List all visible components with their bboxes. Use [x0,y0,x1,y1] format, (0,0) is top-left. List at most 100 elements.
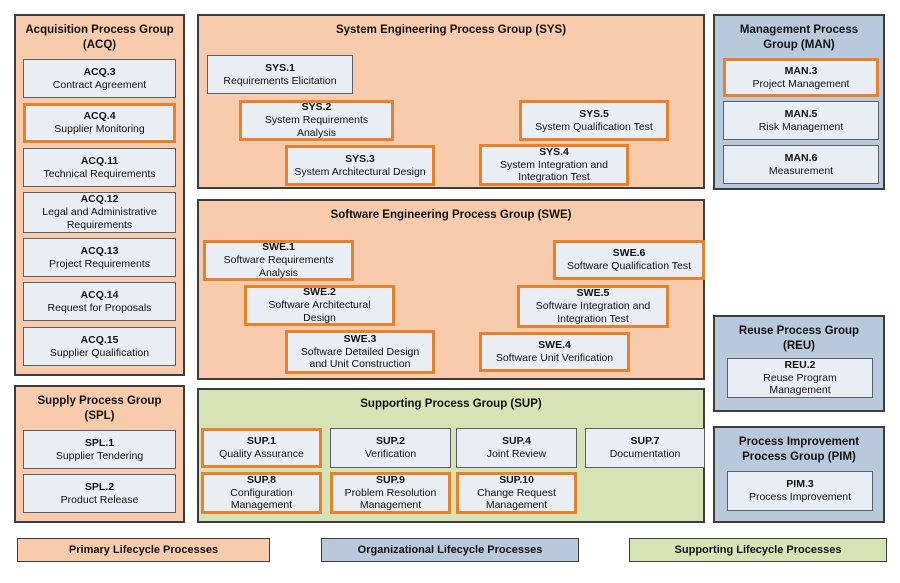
process-name: Joint Review [486,448,547,460]
process-name: Project Management [752,77,850,90]
process-name: Quality Assurance [219,448,304,460]
process-id: SWE.2 [303,286,336,299]
pim-group: Process Improvement Process Group (PIM) … [713,426,885,523]
process-box-swe2: SWE.2 Software Architectural Design [244,285,395,326]
legend-organizational-label: Organizational Lifecycle Processes [357,544,543,556]
process-name: Problem Resolution Management [344,486,437,512]
process-id: SWE.3 [343,332,377,345]
process-id: ACQ.11 [80,154,119,167]
process-id: SWE.6 [612,247,646,260]
process-name: Requirements Elicitation [223,74,337,87]
process-box-acq14: ACQ.14 Request for Proposals [23,282,176,321]
process-box-acq11: ACQ.11 Technical Requirements [23,148,176,187]
process-id: SUP.10 [499,473,534,486]
process-box-acq15: ACQ.15 Supplier Qualification [23,327,176,366]
process-box-sys1: SYS.1 Requirements Elicitation [207,55,353,94]
process-name: Software Architectural Design [268,299,371,324]
process-id: ACQ.3 [83,65,116,78]
process-box-spl2: SPL.2 Product Release [23,474,176,513]
process-box-sup7: SUP.7 Documentation [585,428,705,468]
process-id: SYS.4 [539,145,569,158]
process-id: SYS.2 [301,101,332,114]
man-group-title: Management Process Group (MAN) [739,24,859,51]
sys-group: System Engineering Process Group (SYS) S… [197,14,705,189]
process-id: SUP.8 [247,473,276,486]
process-id: ACQ.4 [83,110,116,123]
process-id: SPL.2 [84,480,115,493]
process-id: SWE.1 [262,241,295,254]
process-name: Software Qualification Test [566,260,692,272]
process-name: Supplier Tendering [55,449,144,462]
process-name: System Architectural Design [294,165,426,178]
process-id: REU.2 [784,358,816,371]
process-name: Legal and Administrative Requirements [42,206,157,231]
process-id: ACQ.13 [80,244,119,257]
legend-organizational-lifecycle: Organizational Lifecycle Processes [321,538,579,562]
process-id: MAN.3 [784,64,818,77]
process-name: Reuse Program Management [763,371,837,397]
process-id: SUP.1 [247,435,276,448]
reu-group-title: Reuse Process Group (REU) [738,325,860,352]
process-box-swe4: SWE.4 Software Unit Verification [479,332,630,372]
legend-supporting-lifecycle: Supporting Lifecycle Processes [629,538,887,562]
process-id: MAN.6 [784,151,818,164]
process-box-sup4: SUP.4 Joint Review [456,428,577,468]
sup-group-title: Supporting Process Group (SUP) [360,398,542,410]
process-box-swe1: SWE.1 Software Requirements Analysis [203,240,354,281]
process-box-sys2: SYS.2 System Requirements Analysis [239,100,394,141]
sup-group: Supporting Process Group (SUP) SUP.1 Qua… [197,388,705,523]
process-name: Software Detailed Design and Unit Constr… [300,345,420,371]
process-box-swe6: SWE.6 Software Qualification Test [553,240,705,280]
reu-group: Reuse Process Group (REU) REU.2 Reuse Pr… [713,315,885,412]
process-box-swe3: SWE.3 Software Detailed Design and Unit … [285,330,435,374]
process-id: SUP.9 [376,473,405,486]
process-name: Risk Management [758,120,844,133]
spl-group-title: Supply Process Group (SPL) [37,395,162,422]
process-box-man6: MAN.6 Measurement [723,145,879,184]
process-id: MAN.5 [784,107,818,120]
process-box-acq12: ACQ.12 Legal and Administrative Requirem… [23,192,176,233]
process-name: Change Request Management [477,486,556,512]
process-id: SWE.5 [576,287,610,300]
process-name: Documentation [609,448,681,460]
process-id: ACQ.14 [80,288,119,301]
process-name: Technical Requirements [43,167,156,180]
sys-group-title: System Engineering Process Group (SYS) [335,24,567,36]
process-box-acq13: ACQ.13 Project Requirements [23,238,176,277]
process-id: ACQ.12 [80,193,119,206]
process-name: Request for Proposals [47,301,152,314]
process-name: Product Release [60,493,139,506]
swe-group: Software Engineering Process Group (SWE)… [197,199,705,380]
process-name: Software Requirements Analysis [223,254,334,279]
process-id: SUP.4 [502,435,531,448]
process-box-man3: MAN.3 Project Management [723,58,879,97]
process-box-sup9: SUP.9 Problem Resolution Management [330,472,451,514]
process-name: System Integration and Integration Test [500,158,608,184]
process-box-sup8: SUP.8 Configuration Management [201,472,322,514]
process-box-spl1: SPL.1 Supplier Tendering [23,430,176,469]
process-name: Project Requirements [49,257,150,270]
process-box-swe5: SWE.5 Software Integration and Integrati… [517,285,669,328]
legend-primary-label: Primary Lifecycle Processes [68,544,219,556]
process-id: SYS.3 [345,152,375,165]
process-id: SUP.7 [630,435,660,448]
process-box-sys4: SYS.4 System Integration and Integration… [479,144,629,186]
legend-primary-lifecycle: Primary Lifecycle Processes [17,538,270,562]
process-box-sys3: SYS.3 System Architectural Design [285,145,435,186]
process-box-acq4: ACQ.4 Supplier Monitoring [23,103,176,143]
swe-group-title: Software Engineering Process Group (SWE) [330,209,572,221]
process-name: System Requirements Analysis [264,114,369,139]
process-box-acq3: ACQ.3 Contract Agreement [23,59,176,98]
process-box-sup2: SUP.2 Verification [330,428,451,468]
man-group: Management Process Group (MAN) MAN.3 Pro… [713,14,885,190]
process-name: Process Improvement [748,491,852,503]
process-name: Contract Agreement [52,78,147,91]
process-name: Measurement [768,164,834,177]
process-name: Supplier Qualification [49,346,150,359]
process-id: SUP.2 [376,435,405,448]
pim-group-title: Process Improvement Process Group (PIM) [738,436,860,463]
acq-group-title: Acquisition Process Group (ACQ) [25,24,174,51]
spl-group: Supply Process Group (SPL) SPL.1 Supplie… [14,385,185,523]
acq-group: Acquisition Process Group (ACQ) ACQ.3 Co… [14,14,185,376]
process-id: SPL.1 [84,436,115,449]
